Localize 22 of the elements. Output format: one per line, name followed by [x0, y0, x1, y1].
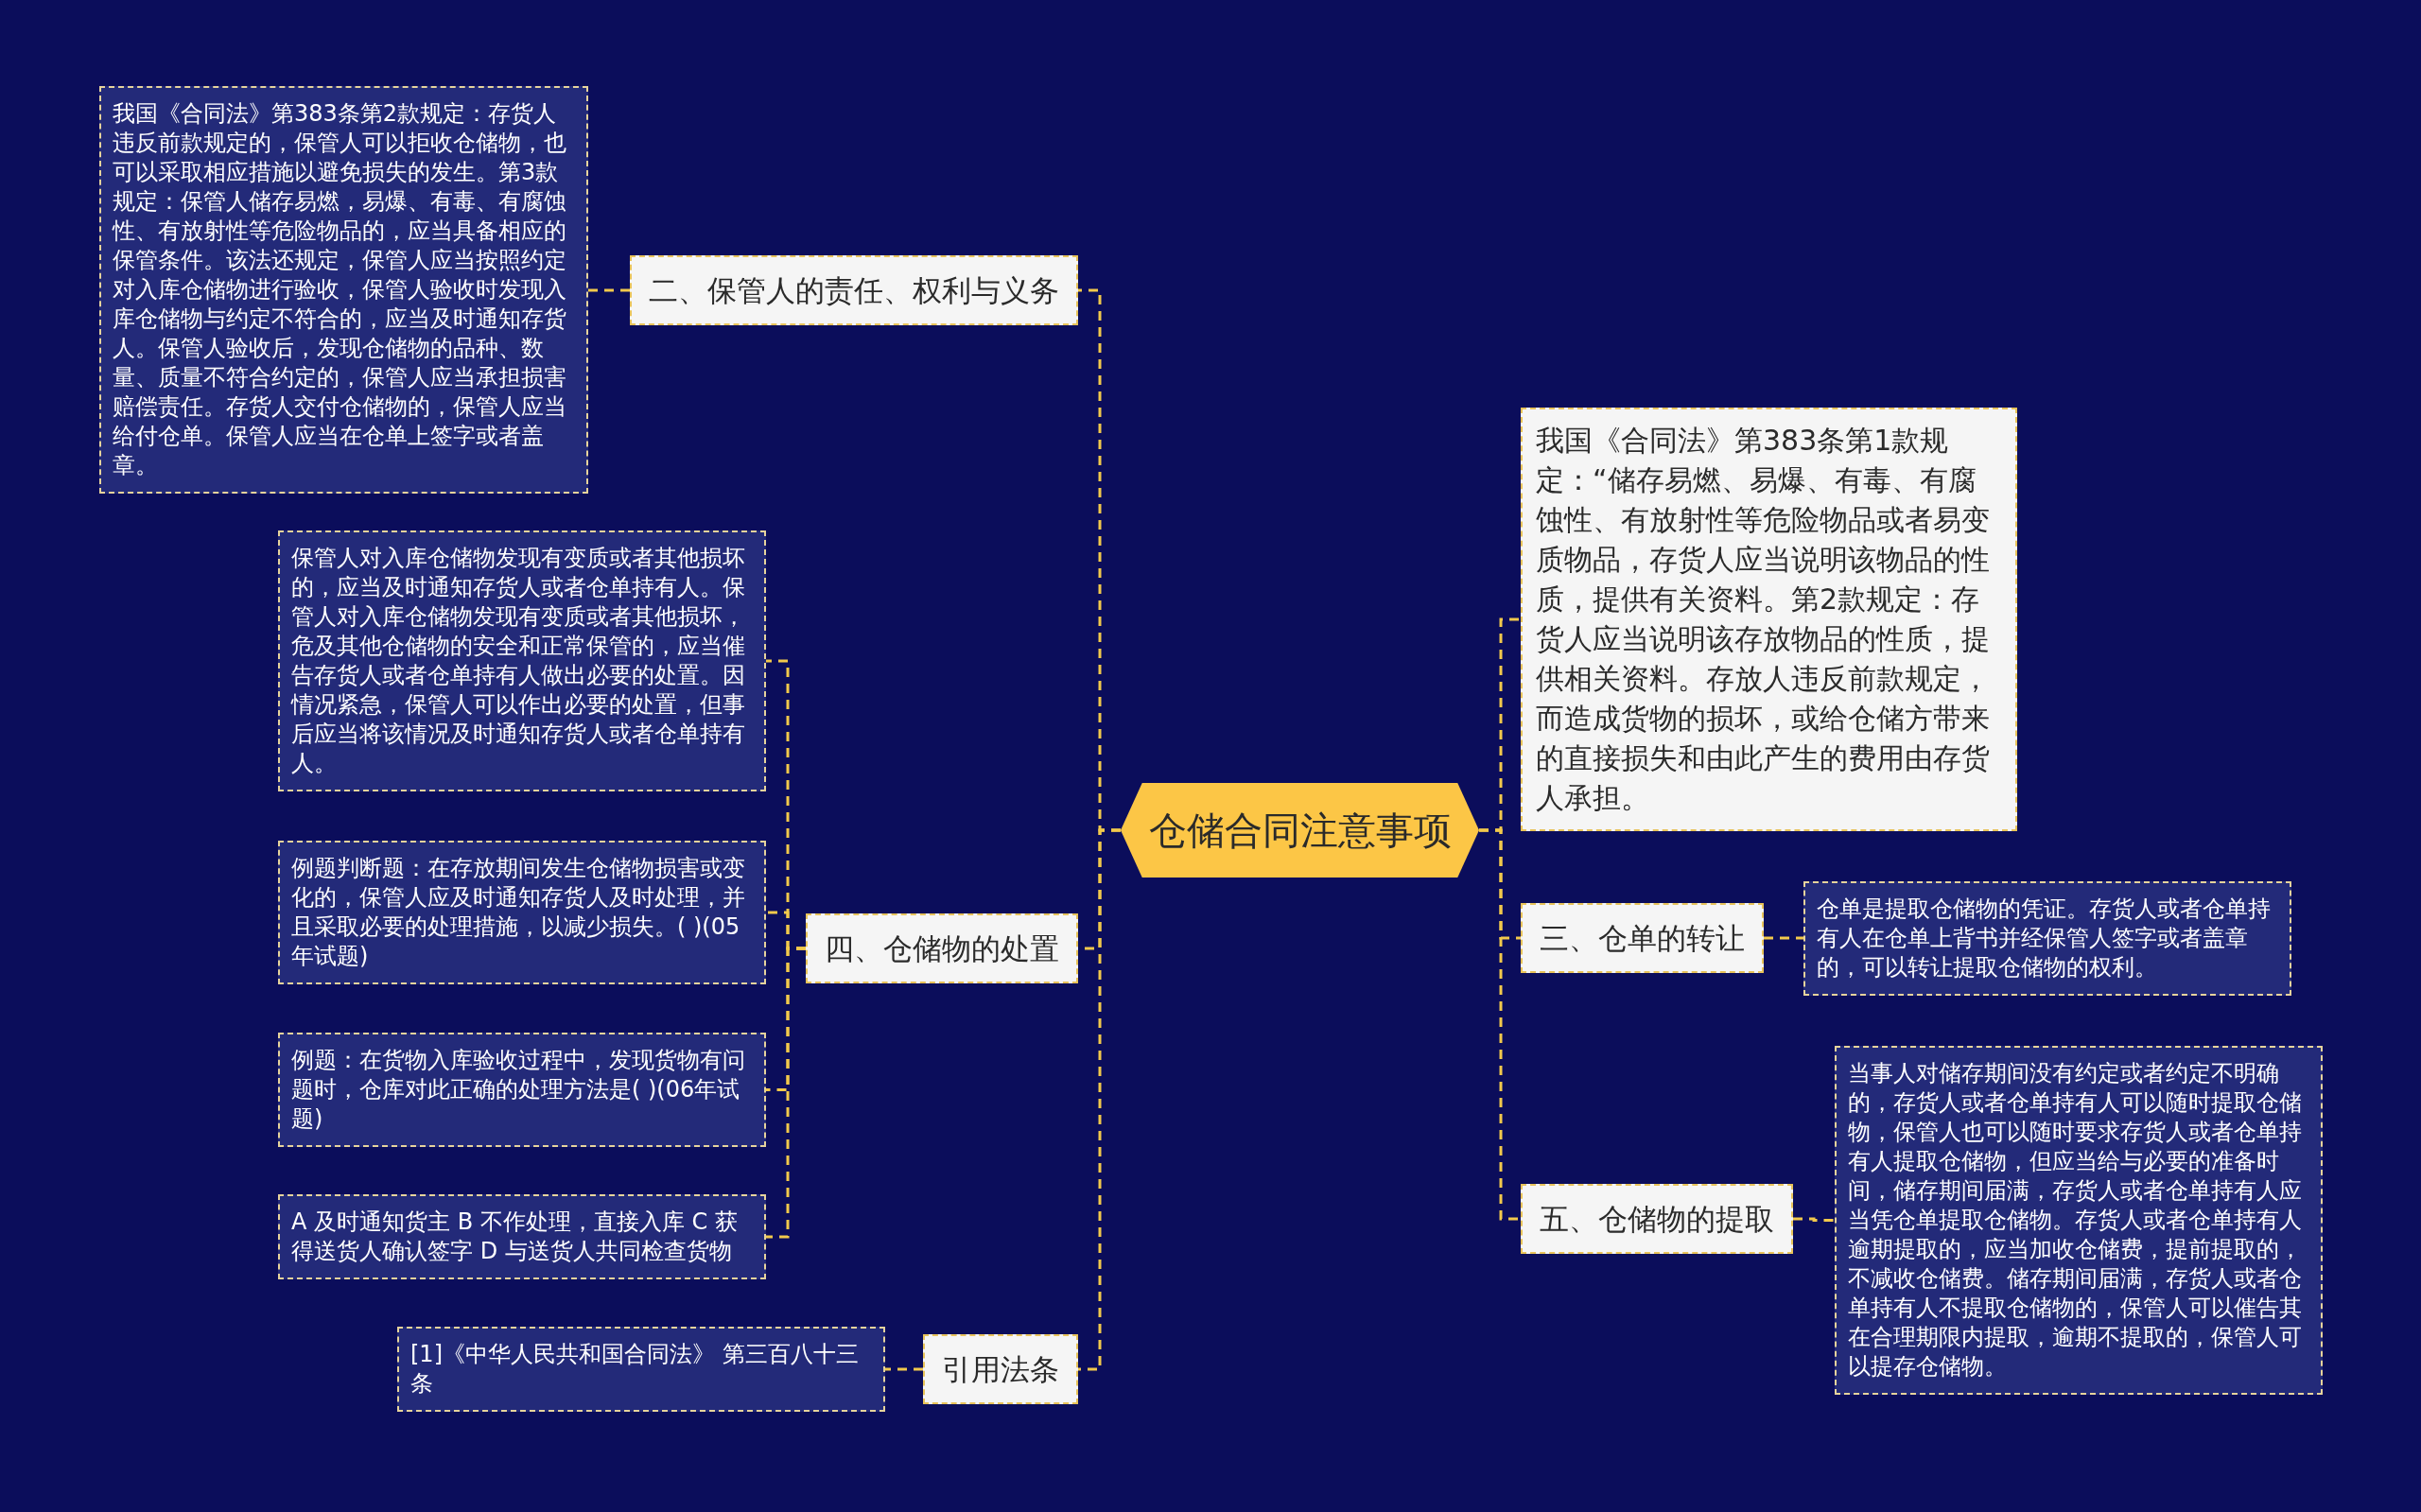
connector-line	[1078, 828, 1121, 1371]
connector-line	[885, 1367, 923, 1371]
central-topic: 仓储合同注意事项	[1121, 783, 1479, 878]
text-card: A 及时通知货主 B 不作处理，直接入库 C 获得送货人确认签字 D 与送货人共同检查货物	[278, 1194, 766, 1279]
text-card: 例题判断题：在存放期间发生仓储物损害或变化的，保管人应及时通知存货人及时处理，并且采取必要的处理措施，以减少损失。( )(05年试题)	[278, 841, 766, 984]
text-card: 例题：在货物入库验收过程中，发现货物有问题时，仓库对此正确的处理方法是( )(06年试题)	[278, 1033, 766, 1147]
text-card: 仓单是提取仓储物的凭证。存货人或者仓单持有人在仓单上背书并经保管人签字或者盖章的，可以转让提取仓储物的权利。	[1803, 881, 2291, 996]
topic-card: 二、保管人的责任、权利与义务	[630, 255, 1078, 325]
text-card: 当事人对储存期间没有约定或者约定不明确的，存货人或者仓单持有人可以随时提取仓储物，保管人也可以随时要求存货人或者仓单持有人提取仓储物，但应当给与必要的准备时间，储存期间届满，存货人或者仓单持有人应当凭仓单提取仓储物。存货人或者仓单持有人逾期提取的，应当加收仓储费，提前提取的，不减收仓储费。储存期间届满，存货人或者仓单持有人不提取仓储物的，保管人可以催告其在合理期限内提取，逾期不提取的，保管人可以提存仓储物。	[1835, 1046, 2323, 1395]
text-card: 我国《合同法》第383条第2款规定：存货人违反前款规定的，保管人可以拒收仓储物，也可以采取相应措施以避免损失的发生。第3款规定：保管人储存易燃，易爆、有毒、有腐蚀性、有放射性等危险物品的，应当具备相应的保管条件。该法还规定，保管人应当按照约定对入库仓储物进行验收，保管人验收时发现入库仓储物与约定不符合的，应当及时通知存货人。保管人验收后，发现仓储物的品种、数量、质量不符合约定的，保管人应当承担损害赔偿责任。存货人交付仓储物的，保管人应当给付仓单。保管人应当在仓单上签字或者盖章。	[99, 86, 588, 494]
connector-line	[766, 947, 806, 1239]
topic-card: 四、仓储物的处置	[806, 913, 1078, 983]
text-card: [1]《中华人民共和国合同法》 第三百八十三条	[397, 1327, 885, 1412]
text-card: 我国《合同法》第383条第1款规定：“储存易燃、易爆、有毒、有腐蚀性、有放射性等危险物品或者易变质物品，存货人应当说明该物品的性质，提供有关资料。第2款规定：存货人应当说明该存放物品的性质，提供相关资料。存放人违反前款规定，而造成货物的损坏，或给仓储方带来的直接损失和由此产生的费用由存货人承担。	[1521, 408, 2017, 831]
topic-card: 五、仓储物的提取	[1521, 1184, 1793, 1254]
connector-line	[1479, 828, 1521, 1221]
connector-line	[1793, 1217, 1835, 1222]
connector-line	[1764, 936, 1803, 940]
connector-line	[588, 288, 630, 292]
topic-card: 三、仓单的转让	[1521, 903, 1764, 973]
text-card: 保管人对入库仓储物发现有变质或者其他损坏的，应当及时通知存货人或者仓单持有人。保管人对入库仓储物发现有变质或者其他损坏，危及其他仓储物的安全和正常保管的，应当催告存货人或者仓单持有人做出必要的处置。因情况紧急，保管人可以作出必要的处置，但事后应当将该情况及时通知存货人或者仓单持有人。	[278, 530, 766, 791]
topic-card: 引用法条	[923, 1334, 1078, 1404]
